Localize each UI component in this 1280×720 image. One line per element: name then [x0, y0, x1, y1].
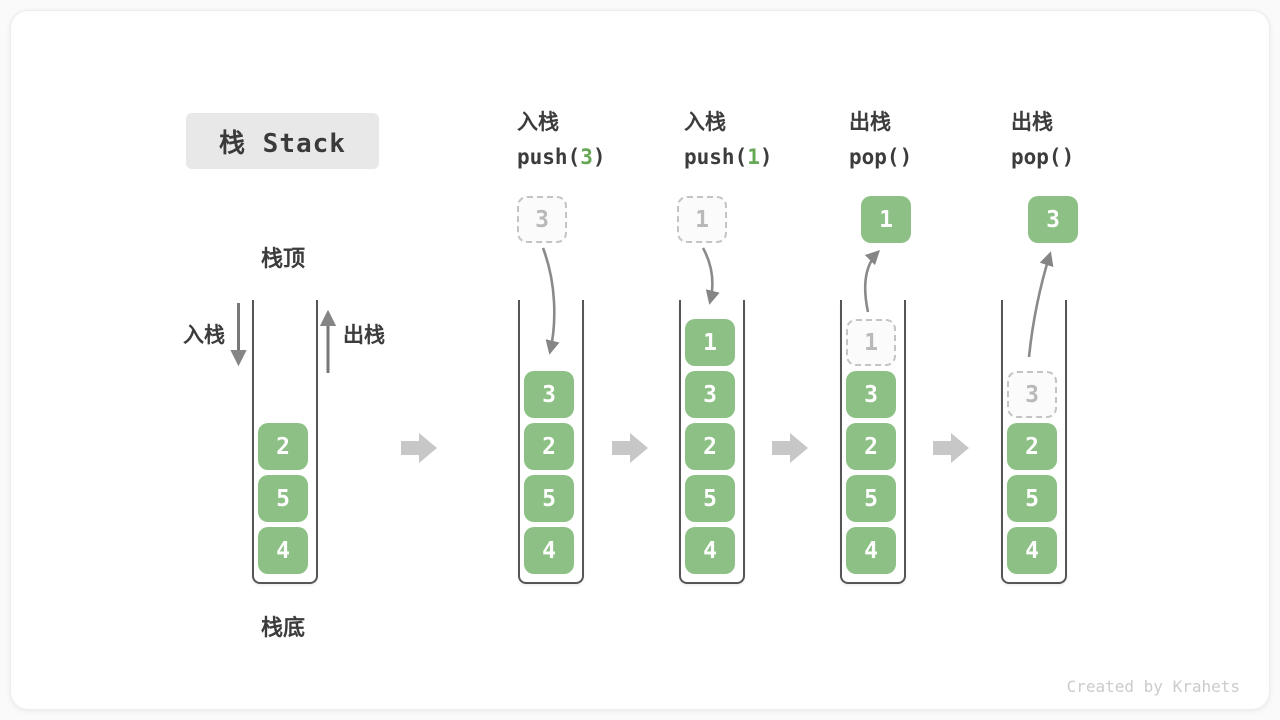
page-title: 栈 Stack: [219, 128, 346, 159]
code-open: pop(: [1011, 145, 1062, 169]
code-open: push(: [684, 145, 748, 169]
code-close: ): [899, 145, 913, 169]
cell-value: 3: [1025, 381, 1039, 408]
cell-value: 3: [1046, 206, 1060, 233]
stack-cell: 4: [258, 527, 308, 574]
cell-value: 5: [542, 485, 556, 512]
floating-cell-popped: 1: [861, 196, 911, 243]
cell-value: 4: [276, 537, 290, 564]
cell-value: 1: [879, 206, 893, 233]
header-pop-3: 出栈 pop(): [1011, 106, 1074, 169]
operation-code: push(3): [517, 145, 606, 169]
cell-value: 1: [864, 329, 878, 356]
stack-bottom-label: 栈底: [260, 616, 305, 641]
push-direction-label: 入栈: [183, 323, 225, 347]
stack-cell: 2: [258, 423, 308, 470]
stack-cell: 5: [846, 475, 896, 522]
operation-label: 出栈: [849, 110, 891, 134]
stack-cell: 2: [524, 423, 574, 470]
title-box: 栈 Stack: [186, 113, 379, 169]
cell-value: 3: [864, 381, 878, 408]
cell-value: 4: [864, 537, 878, 564]
stack-cell: 3: [846, 371, 896, 418]
stack-top-label: 栈顶: [260, 247, 305, 272]
stack-cell-removed: 3: [1007, 371, 1057, 418]
cell-value: 2: [542, 433, 556, 460]
code-open: push(: [517, 145, 581, 169]
stack-cell: 2: [1007, 423, 1057, 470]
stack-cell: 5: [685, 475, 735, 522]
header-pop-1: 出栈 pop(): [849, 106, 912, 169]
stack-cell: 4: [685, 527, 735, 574]
cell-value: 4: [1025, 537, 1039, 564]
header-push-1: 入栈 push(1): [684, 106, 773, 169]
stack-cell: 2: [846, 423, 896, 470]
code-open: pop(: [849, 145, 900, 169]
stack-cell-removed: 1: [846, 319, 896, 366]
stack-cell: 4: [524, 527, 574, 574]
operation-label: 出栈: [1011, 110, 1053, 134]
operation-code: push(1): [684, 145, 773, 169]
operation-label: 入栈: [517, 110, 559, 134]
stack-cell: 5: [258, 475, 308, 522]
operation-code: pop(): [849, 145, 912, 169]
stack-cell: 4: [846, 527, 896, 574]
code-close: ): [1061, 145, 1075, 169]
stack-cell: 3: [685, 371, 735, 418]
cell-value: 4: [542, 537, 556, 564]
cell-value: 2: [1025, 433, 1039, 460]
floating-cell-incoming: 3: [517, 196, 567, 243]
floating-cell-incoming: 1: [677, 196, 727, 243]
stack-cell: 4: [1007, 527, 1057, 574]
cell-value: 2: [864, 433, 878, 460]
cell-value: 2: [276, 433, 290, 460]
stack-cell: 2: [685, 423, 735, 470]
header-push-3: 入栈 push(3): [517, 106, 606, 169]
cell-value: 1: [695, 206, 709, 233]
operation-code: pop(): [1011, 145, 1074, 169]
code-close: ): [759, 145, 773, 169]
cell-value: 3: [542, 381, 556, 408]
stack-cell: 1: [685, 319, 735, 366]
cell-value: 5: [1025, 485, 1039, 512]
watermark: Created by Krahets: [1066, 677, 1240, 696]
operation-label: 入栈: [684, 110, 726, 134]
code-arg: 1: [747, 145, 760, 169]
cell-value: 2: [703, 433, 717, 460]
code-close: ): [592, 145, 606, 169]
floating-cell-popped: 3: [1028, 196, 1078, 243]
cell-value: 5: [703, 485, 717, 512]
cell-value: 4: [703, 537, 717, 564]
cell-value: 5: [276, 485, 290, 512]
cell-value: 3: [535, 206, 549, 233]
cell-value: 3: [703, 381, 717, 408]
cell-value: 5: [864, 485, 878, 512]
code-arg: 3: [580, 145, 593, 169]
stack-cell: 5: [524, 475, 574, 522]
stack-cell: 5: [1007, 475, 1057, 522]
pop-direction-label: 出栈: [343, 323, 385, 347]
cell-value: 1: [703, 329, 717, 356]
stack-cell: 3: [524, 371, 574, 418]
